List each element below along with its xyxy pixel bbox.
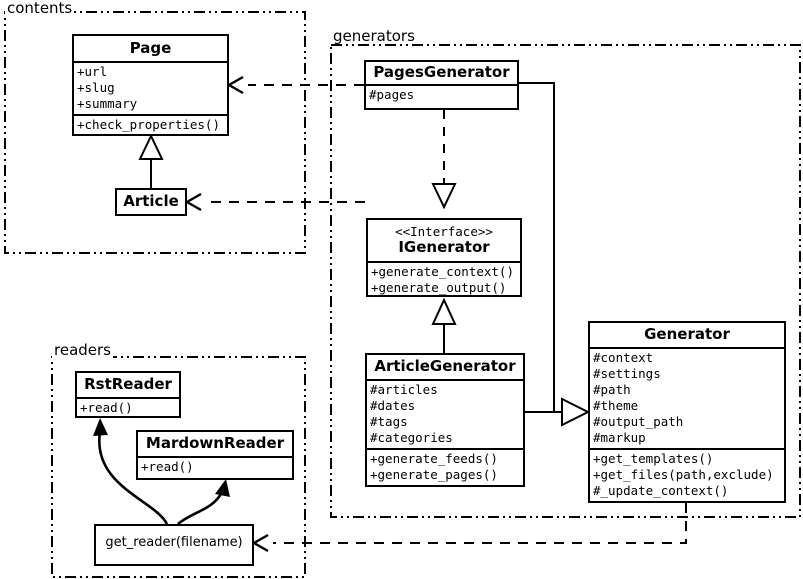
connector-get-reader-creates-rstreader	[93, 418, 169, 525]
attribute-row: +summary	[77, 96, 138, 111]
class-name-igenerator: <<Interface>> IGenerator	[368, 220, 520, 261]
package-frame-contents	[4, 11, 306, 254]
package-label-generators: generators	[331, 27, 417, 45]
operation-row: +get_files(path,exclude)	[593, 467, 774, 482]
package-frame-generators	[330, 44, 801, 518]
class-separator	[74, 114, 227, 116]
class-stereotype-igenerator: <<Interface>>	[395, 224, 493, 239]
class-box-rstreader[interactable]: RstReader +read()	[75, 371, 181, 418]
attribute-row: #context	[593, 350, 654, 365]
class-name-mardownreader: MardownReader	[145, 434, 285, 452]
operation-row: +generate_output()	[371, 280, 507, 295]
attribute-row: #articles	[370, 382, 438, 397]
attribute-row: #markup	[593, 430, 646, 445]
connector-get-reader-creates-mardownreader	[177, 479, 230, 526]
class-box-generator[interactable]: Generator #context #settings #path #them…	[588, 321, 786, 503]
connector-article-inherits-page	[138, 133, 164, 188]
operation-row: +read()	[80, 400, 133, 415]
class-box-pagesgenerator[interactable]: PagesGenerator #pages	[364, 60, 519, 110]
class-box-article[interactable]: Article	[115, 188, 187, 216]
class-separator	[138, 456, 292, 458]
class-operations-rstreader: +read()	[77, 399, 179, 418]
connector-articlegenerator-uses-article	[184, 192, 365, 212]
operation-row: +check_properties()	[77, 117, 220, 132]
class-box-articlegenerator[interactable]: ArticleGenerator #articles #dates #tags …	[365, 353, 525, 487]
class-attributes-generator: #context #settings #path #theme #output_…	[590, 349, 784, 448]
class-separator	[367, 448, 523, 450]
attribute-row: #path	[593, 382, 631, 397]
attribute-row: +url	[77, 64, 108, 79]
class-name-generator: Generator	[644, 325, 730, 343]
package-label-contents: contents	[5, 0, 75, 17]
class-operations-igenerator: +generate_context() +generate_output()	[368, 263, 520, 298]
attribute-row: #output_path	[593, 414, 684, 429]
class-separator	[590, 448, 784, 450]
attribute-row: #tags	[370, 414, 408, 429]
class-name-page: Page	[129, 39, 172, 57]
attribute-row: #theme	[593, 398, 639, 413]
class-attributes-articlegenerator: #articles #dates #tags #categories	[367, 381, 523, 448]
attribute-row: #dates	[370, 398, 416, 413]
function-name-get-reader: get_reader(filename)	[105, 535, 243, 550]
package-frame-readers	[51, 356, 306, 578]
connector-generator-uses-get-reader	[251, 503, 687, 553]
class-operations-mardownreader: +read()	[138, 458, 292, 477]
class-operations-generator: +get_templates() +get_files(path,exclude…	[590, 450, 784, 501]
operation-row: #_update_context()	[593, 483, 729, 498]
class-separator	[368, 261, 520, 263]
class-separator	[74, 61, 227, 63]
class-name-rstreader: RstReader	[84, 375, 172, 393]
attribute-row: +slug	[77, 80, 115, 95]
class-name-text: IGenerator	[398, 238, 490, 256]
class-name-pagesgenerator: PagesGenerator	[373, 63, 510, 81]
connector-pagesgenerator-realizes-igenerator	[431, 110, 457, 210]
connector-articlegenerator-realizes-igenerator	[431, 297, 457, 353]
class-separator	[367, 379, 523, 381]
class-separator	[590, 347, 784, 349]
class-box-mardownreader[interactable]: MardownReader +read()	[136, 430, 294, 480]
class-box-igenerator[interactable]: <<Interface>> IGenerator +generate_conte…	[366, 218, 522, 297]
connector-pagesgenerator-uses-page	[226, 75, 364, 95]
class-attributes-page: +url +slug +summary	[74, 63, 227, 114]
class-separator	[77, 397, 179, 399]
attribute-row: #pages	[369, 87, 415, 102]
class-operations-page: +check_properties()	[74, 116, 227, 135]
operation-row: +generate_feeds()	[370, 451, 498, 466]
attribute-row: #settings	[593, 366, 661, 381]
class-attributes-pagesgenerator: #pages	[366, 86, 517, 105]
class-name-articlegenerator: ArticleGenerator	[374, 357, 516, 375]
operation-row: +read()	[141, 459, 194, 474]
package-label-readers: readers	[52, 341, 113, 359]
connector-pagesgenerator-inherits-generator	[519, 82, 562, 413]
operation-row: +get_templates()	[593, 451, 714, 466]
function-box-get-reader[interactable]: get_reader(filename)	[94, 524, 254, 566]
class-operations-articlegenerator: +generate_feeds() +generate_pages()	[367, 450, 523, 485]
operation-row: +generate_pages()	[370, 467, 498, 482]
attribute-row: #categories	[370, 430, 453, 445]
class-separator	[366, 84, 517, 86]
class-box-page[interactable]: Page +url +slug +summary +check_properti…	[72, 34, 229, 136]
class-name-article: Article	[123, 192, 179, 210]
operation-row: +generate_context()	[371, 264, 514, 279]
